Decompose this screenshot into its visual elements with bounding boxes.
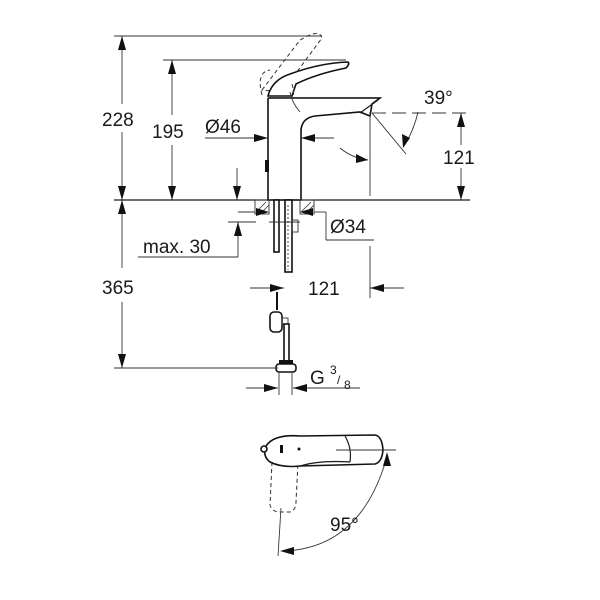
dim-max30-label: max. 30 [143,237,211,258]
faucet-side-view [259,33,383,201]
dimension-195: 195 [152,59,346,200]
dim-thread-prefix: G [310,368,325,389]
dim-thread-numerator: 3 [330,363,337,377]
dim-thread-denominator: 8 [344,378,351,392]
dim-34-label: Ø34 [330,217,366,238]
dim-228-label: 228 [102,110,134,131]
dim-195-label: 195 [152,122,184,143]
dim-39-label: 39° [424,88,453,109]
dim-95-label: 95° [330,515,359,536]
dimension-thread: G 3 / 8 [246,363,360,392]
dim-121-vertical-label: 121 [443,148,475,169]
dimension-39-degree: 39° [371,88,470,155]
mounting-section [254,199,315,273]
faucet-top-view: 95° [260,434,396,557]
dimension-228: 228 [102,35,322,200]
dim-121-horizontal-label: 121 [308,279,340,300]
thread-fraction-slash: / [337,373,341,387]
dimension-max-30: max. 30 [138,221,256,258]
dimension-spout-reach: 121 [250,246,404,300]
dimension-mount-hole: Ø34 [238,208,374,241]
dimension-body-diameter: Ø46 [205,117,334,142]
dim-46-label: Ø46 [205,117,241,138]
dimension-365: 365 [102,200,278,369]
supply-hose [269,292,297,395]
dim-365-label: 365 [102,278,134,299]
dimension-spout-height: 121 [443,113,475,200]
